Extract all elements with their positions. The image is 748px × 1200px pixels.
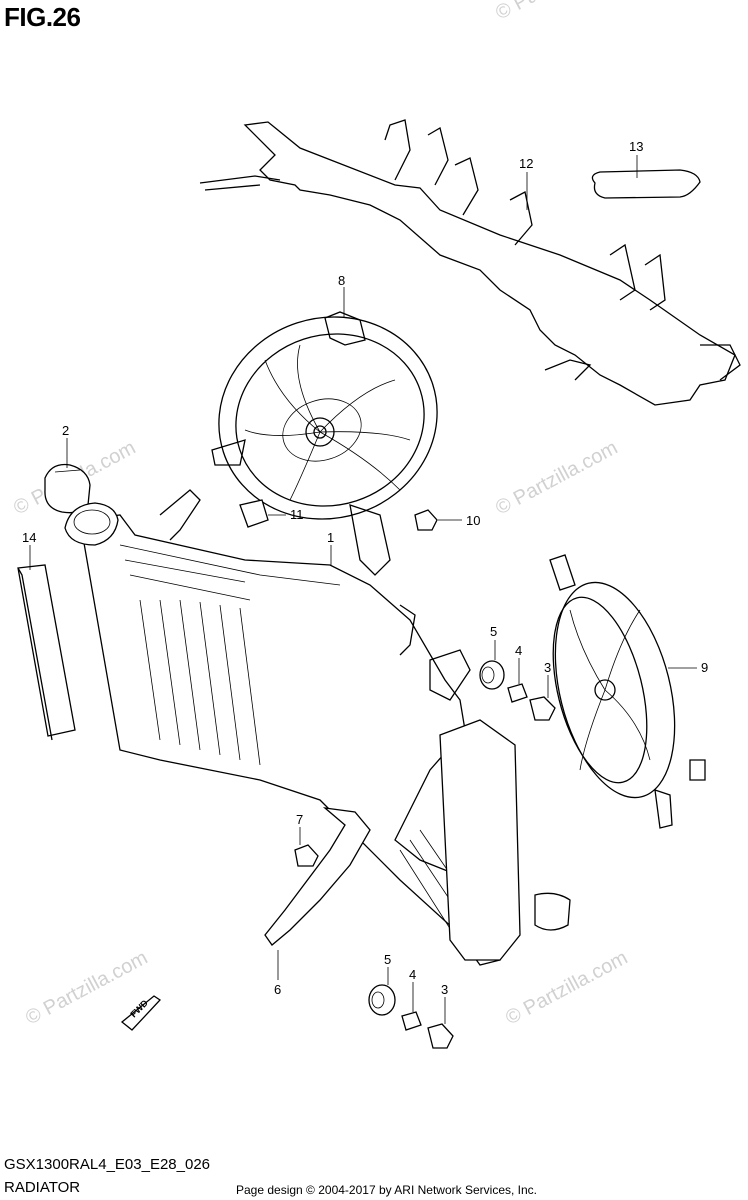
model-code: GSX1300RAL4_E03_E28_026 <box>4 1156 211 1173</box>
section-name: RADIATOR <box>4 1179 81 1196</box>
leader-lines <box>29 155 697 1024</box>
part-11-clip-nut[interactable] <box>239 499 269 528</box>
callout-14: 14 <box>22 530 36 545</box>
forward-arrow-icon: FWD <box>120 995 161 1031</box>
callout-4: 4 <box>409 967 416 982</box>
callout-10: 10 <box>466 513 480 528</box>
part-4-collar-lower[interactable] <box>401 1011 422 1031</box>
part-7-bolt[interactable] <box>294 844 319 867</box>
callout-9: 9 <box>701 660 708 675</box>
watermark: © Partzilla.com <box>502 947 631 1030</box>
part-1-radiator[interactable] <box>64 489 571 966</box>
callout-1: 1 <box>327 530 334 545</box>
part-5-grommet-lower[interactable] <box>368 984 396 1016</box>
callout-2: 2 <box>62 423 69 438</box>
watermark: © Partzilla.com <box>492 437 621 520</box>
callout-6: 6 <box>274 982 281 997</box>
callout-5: 5 <box>384 952 391 967</box>
callout-4: 4 <box>515 643 522 658</box>
part-13-seal-strip[interactable] <box>591 169 701 199</box>
part-6-bracket[interactable] <box>264 807 371 946</box>
part-14-sponge-strip[interactable] <box>17 564 76 741</box>
watermark: © Partzilla.com <box>492 0 621 24</box>
callout-3: 3 <box>441 982 448 997</box>
callout-5: 5 <box>490 624 497 639</box>
callout-labels: 8 12 13 2 14 1 11 10 5 4 3 9 7 6 5 4 3 <box>22 139 708 997</box>
part-3-bolt-lower[interactable] <box>427 1023 454 1049</box>
copyright-credit: Page design © 2004-2017 by ARI Network S… <box>236 1183 538 1197</box>
part-8-cooling-fan[interactable] <box>192 289 463 576</box>
part-10-bolt[interactable] <box>414 509 438 531</box>
part-4-collar-upper[interactable] <box>507 683 528 703</box>
part-5-grommet-upper[interactable] <box>479 660 505 690</box>
callout-12: 12 <box>519 156 533 171</box>
callout-13: 13 <box>629 139 643 154</box>
part-3-bolt-upper[interactable] <box>529 696 556 721</box>
callout-7: 7 <box>296 812 303 827</box>
callout-8: 8 <box>338 273 345 288</box>
callout-11: 11 <box>290 507 304 522</box>
figure-title: FIG.26 <box>4 2 81 32</box>
part-9-cooling-fan[interactable] <box>535 554 706 829</box>
callout-3: 3 <box>544 660 551 675</box>
part-12-shroud-plate[interactable] <box>199 119 741 406</box>
